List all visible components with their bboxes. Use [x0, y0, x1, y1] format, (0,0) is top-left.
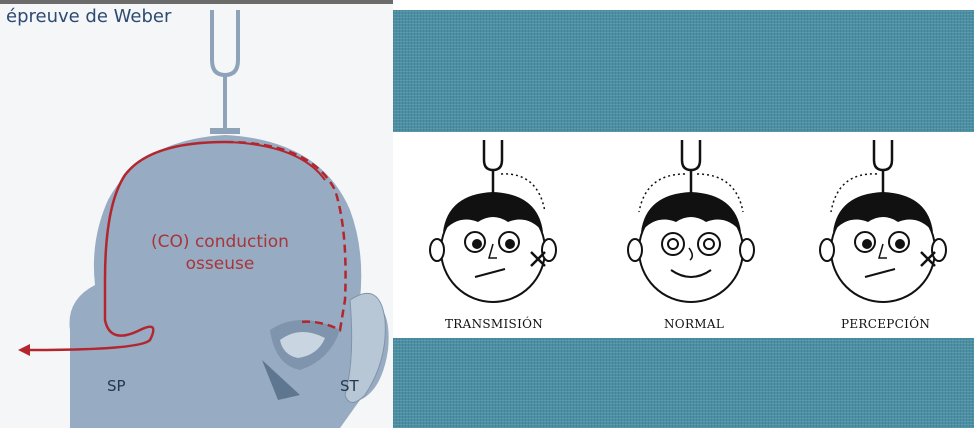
- weber-illustration: épreuve de Weber (CO) conduction osseuse…: [0, 0, 393, 428]
- arrow-left-icon: [18, 344, 30, 356]
- face-normal: [628, 140, 754, 302]
- white-strip: [393, 132, 974, 338]
- conduction-label-line2: osseuse: [140, 254, 300, 274]
- face-label-transmision: TRANSMISIÓN: [445, 317, 543, 331]
- teal-band-top: [393, 10, 974, 132]
- fork-base: [210, 128, 240, 134]
- tuning-fork-icon: [682, 140, 700, 194]
- faces-diagram: [393, 132, 974, 338]
- label-st: ST: [340, 377, 359, 395]
- head-diagram: [0, 0, 393, 428]
- tuning-fork-icon: [874, 140, 892, 194]
- label-sp: SP: [107, 377, 126, 395]
- tuning-fork-icon: [484, 140, 502, 194]
- face-label-percepcion: PERCEPCIÓN: [841, 317, 930, 331]
- tuning-fork-icon: [212, 10, 238, 130]
- faces-panel: TRANSMISIÓN NORMAL PERCEPCIÓN: [393, 0, 974, 428]
- top-border: [0, 0, 393, 4]
- face-percepcion: [820, 140, 946, 302]
- teal-band-bottom: [393, 338, 974, 428]
- conduction-label-line1: (CO) conduction: [140, 232, 300, 252]
- face-transmision: [430, 140, 556, 302]
- page-title: épreuve de Weber: [6, 6, 171, 27]
- face-label-normal: NORMAL: [664, 317, 724, 331]
